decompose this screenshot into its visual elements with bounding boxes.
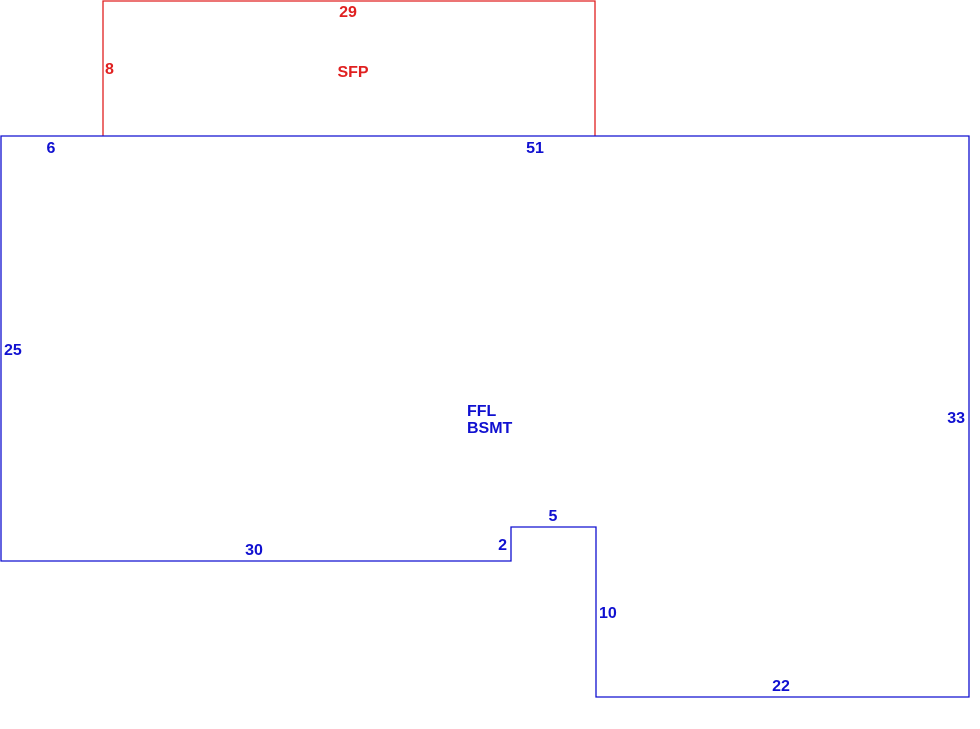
notch-width-dimension: 5 (549, 508, 558, 525)
main-area-outline (0, 135, 970, 698)
main-area-label-line1: FFL (467, 403, 497, 420)
step-down-dimension: 10 (599, 605, 617, 622)
upper-area-label: SFP (337, 64, 368, 81)
upper-left-dimension: 8 (105, 61, 114, 78)
main-top-dimension: 51 (526, 140, 544, 157)
upper-top-dimension: 29 (339, 4, 357, 21)
upper-area-outline (102, 0, 596, 136)
main-bottom-right-dimension: 22 (772, 678, 790, 695)
notch-height-dimension: 2 (498, 537, 507, 554)
main-bottom-left-dimension: 30 (245, 542, 263, 559)
main-left-dimension: 25 (4, 342, 22, 359)
main-top-left-dimension: 6 (47, 140, 56, 157)
main-area-label-line2: BSMT (467, 420, 513, 437)
main-right-dimension: 33 (947, 410, 965, 427)
